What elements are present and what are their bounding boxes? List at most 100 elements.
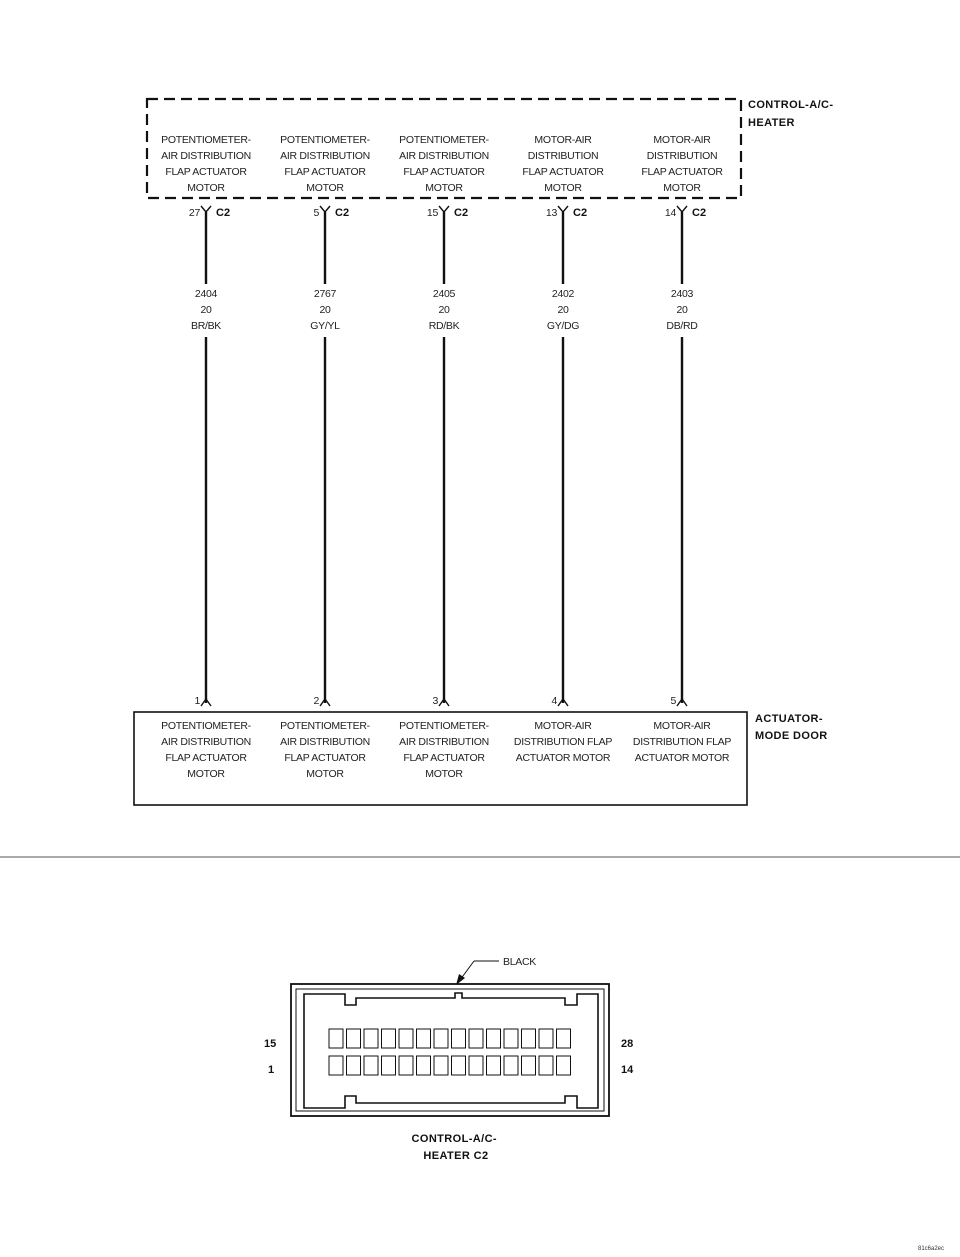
actuator-pin-label-line: MOTOR-AIR — [653, 720, 711, 732]
connector-cavity — [381, 1055, 396, 1076]
actuator-pin-number: 2 — [313, 695, 319, 707]
pin-label-top-right: 28 — [621, 1038, 633, 1050]
module-circuit-label-line: FLAP ACTUATOR — [165, 166, 247, 178]
color-callout-arrowhead — [456, 974, 465, 985]
connector-cavity — [468, 1055, 484, 1076]
actuator-pin-label-line: AIR DISTRIBUTION — [280, 736, 370, 748]
actuator-pin-label-line: FLAP ACTUATOR — [284, 752, 366, 764]
module-circuit-label-line: DISTRIBUTION — [528, 150, 599, 162]
actuator-pin-label-line: ACTUATOR MOTOR — [516, 752, 611, 764]
image-code: 81c6a2ec — [918, 1246, 944, 1252]
connector-cavity — [521, 1028, 536, 1049]
module-circuit-label-line: MOTOR — [544, 182, 582, 194]
male-terminal-mark — [438, 697, 450, 707]
connector-cavity — [398, 1028, 414, 1049]
wire-color: GY/DG — [547, 320, 579, 332]
wire-circuit-number: 2767 — [314, 288, 337, 300]
module-circuit-label-line: FLAP ACTUATOR — [403, 166, 485, 178]
male-terminal-mark — [319, 697, 331, 707]
actuator-name-line-1: ACTUATOR- — [755, 713, 823, 725]
actuator-pin-label: MOTOR-AIR DISTRIBUTION FLAP ACTUATOR MOTOR — [514, 720, 612, 764]
actuator-pin-number: 4 — [551, 695, 557, 707]
connector-cavity — [538, 1028, 554, 1049]
connector-cavity — [363, 1055, 379, 1076]
module-circuit-label-line: MOTOR — [425, 182, 463, 194]
connector-outer-shell — [290, 983, 610, 1117]
actuator-pin-label-line: MOTOR — [187, 768, 225, 780]
actuator-pin-number: 1 — [194, 695, 200, 707]
connector-cavity — [538, 1055, 554, 1076]
module-connector-id: C2 — [454, 207, 468, 219]
actuator-pin-label-line: MOTOR-AIR — [534, 720, 592, 732]
connector-cavity — [416, 1055, 431, 1076]
wire-color: BR/BK — [191, 320, 221, 332]
pin-label-bottom-right: 14 — [621, 1064, 634, 1076]
module-pin-number: 13 — [546, 207, 558, 219]
module-circuit-label-line: MOTOR-AIR — [653, 134, 711, 146]
actuator-pin-number: 5 — [670, 695, 676, 707]
module-circuit-label-line: AIR DISTRIBUTION — [161, 150, 251, 162]
wire-gauge: 20 — [319, 304, 331, 316]
wire-gauge: 20 — [557, 304, 569, 316]
connector-color-callout: BLACK — [503, 956, 536, 968]
actuator-pin-label-line: DISTRIBUTION FLAP — [514, 736, 612, 748]
module-circuit-label-line: MOTOR — [187, 182, 225, 194]
male-terminal-mark — [557, 697, 569, 707]
control-module-name: CONTROL-A/C- HEATER — [748, 99, 837, 129]
module-pin-number: 5 — [313, 207, 319, 219]
connector-cavity — [363, 1028, 379, 1049]
wire-gauge: 20 — [438, 304, 450, 316]
circuit-4: MOTOR-AIR DISTRIBUTION FLAP ACTUATOR MOTOR 1… — [522, 134, 605, 703]
module-circuit-label-line: AIR DISTRIBUTION — [280, 150, 370, 162]
female-terminal-mark — [200, 205, 212, 214]
module-circuit-label-line: MOTOR-AIR — [534, 134, 592, 146]
connector-cavity — [381, 1028, 396, 1049]
control-module-box — [145, 97, 743, 200]
actuator-pin-label-line: AIR DISTRIBUTION — [161, 736, 251, 748]
module-circuit-label-line: MOTOR — [663, 182, 701, 194]
actuator-pin-label-line: POTENTIOMETER- — [161, 720, 252, 732]
wire-gauge: 20 — [200, 304, 212, 316]
connector-cavity — [328, 1028, 344, 1049]
module-circuit-label-line: FLAP ACTUATOR — [284, 166, 366, 178]
connector-cavity — [451, 1055, 466, 1076]
wire-gauge: 20 — [676, 304, 688, 316]
connector-cavity — [433, 1028, 449, 1049]
module-connector-id: C2 — [335, 207, 349, 219]
pin-label-top-left: 15 — [264, 1038, 276, 1050]
female-terminal-mark — [557, 205, 569, 214]
module-circuit-label-line: FLAP ACTUATOR — [641, 166, 723, 178]
connector-cavities — [328, 1028, 571, 1076]
actuator-name-line-2: MODE DOOR — [755, 730, 828, 742]
wire-color: GY/YL — [310, 320, 340, 332]
module-circuit-label-line: MOTOR — [306, 182, 344, 194]
module-circuit-label-line: AIR DISTRIBUTION — [399, 150, 489, 162]
connector-cavity — [328, 1055, 344, 1076]
connector-caption: CONTROL-A/C- HEATER C2 — [412, 1133, 501, 1162]
actuator-pin-label-line: AIR DISTRIBUTION — [399, 736, 489, 748]
pin-label-bottom-left: 1 — [268, 1064, 274, 1076]
wire-circuit-number: 2402 — [552, 288, 575, 300]
module-circuit-label-line: FLAP ACTUATOR — [522, 166, 604, 178]
connector-cavity — [556, 1028, 571, 1049]
wire-circuit-number: 2404 — [195, 288, 218, 300]
connector-cavity — [486, 1055, 501, 1076]
male-terminal-mark — [200, 697, 212, 707]
connector-cavity — [556, 1055, 571, 1076]
connector-inner-shell — [295, 988, 605, 1112]
connector-cavity — [433, 1055, 449, 1076]
module-pin-number: 27 — [189, 207, 201, 219]
wire-circuit-number: 2403 — [671, 288, 694, 300]
